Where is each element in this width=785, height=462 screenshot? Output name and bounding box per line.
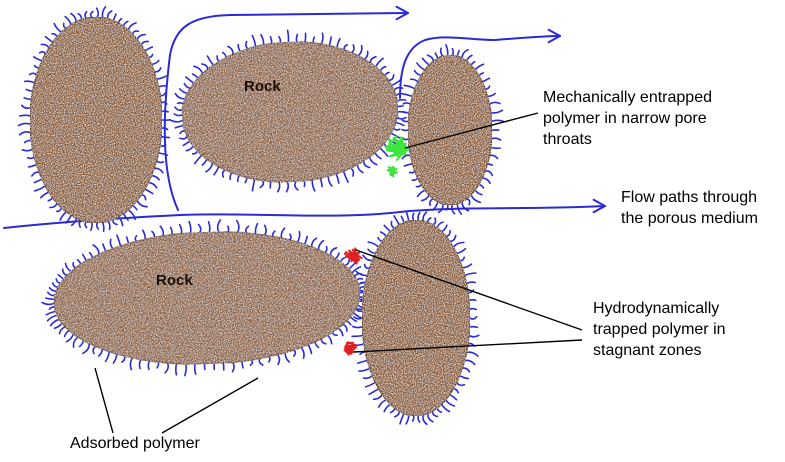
mechanical-label-line-1: Mechanically entrapped — [543, 89, 712, 106]
leader-lines — [94, 112, 583, 434]
rock-label-bottom: Rock — [156, 272, 193, 289]
trapped-polymer-upper — [343, 247, 363, 265]
flow-path-right-arrowhead — [547, 28, 561, 44]
flow-path-middle-arrowhead — [592, 198, 606, 214]
hydrodynamic-label-line-1: Hydrodynamically — [593, 300, 720, 317]
rock-left-polymer — [17, 6, 172, 233]
mechanically-entrapped-polymer-tail — [386, 166, 398, 178]
flow-path-top-arrowhead — [395, 5, 409, 21]
rock-label-top: Rock — [244, 78, 281, 95]
mechanical-label-line-2: polymer in narrow pore — [543, 110, 707, 127]
rock-top-middle — [181, 41, 399, 183]
mechanical-label-line-3: throats — [543, 131, 592, 148]
mechanical-entrapment-label: Mechanically entrapped polymer in narrow… — [543, 87, 712, 150]
hydrodynamic-trapping-label: Hydrodynamically trapped polymer in stag… — [593, 298, 726, 361]
adsorbed-polymer-label: Adsorbed polymer — [70, 435, 200, 452]
trapped-polymer — [343, 135, 409, 356]
rock-top-right — [407, 54, 493, 206]
leader-hydro-lower — [353, 339, 583, 353]
adsorbed-polymer-fringe — [17, 6, 505, 426]
leader-hydro-upper — [355, 249, 583, 331]
rock-grains — [29, 16, 493, 417]
flow-paths-label: Flow paths through the porous medium — [621, 187, 758, 229]
leader-adsorbed-b — [161, 377, 259, 434]
flow-path-right — [399, 35, 561, 99]
leader-mechanical — [404, 112, 539, 149]
flow-label-line-2: the porous medium — [621, 210, 758, 227]
hydrodynamic-label-line-3: stagnant zones — [593, 342, 702, 359]
flow-path-top — [163, 12, 409, 211]
rock-bottom-left — [53, 231, 361, 365]
leader-adsorbed-a — [94, 367, 114, 434]
rock-top-right-polymer — [401, 44, 505, 215]
hydrodynamic-label-line-2: trapped polymer in — [593, 321, 726, 338]
rock-top-middle-polymer — [170, 29, 407, 193]
mechanically-entrapped-polymer — [384, 135, 409, 161]
rock-bottom-right — [361, 219, 471, 417]
rock-left — [29, 16, 163, 224]
flow-label-line-1: Flow paths through — [621, 189, 758, 206]
trapped-polymer-lower — [343, 341, 358, 356]
